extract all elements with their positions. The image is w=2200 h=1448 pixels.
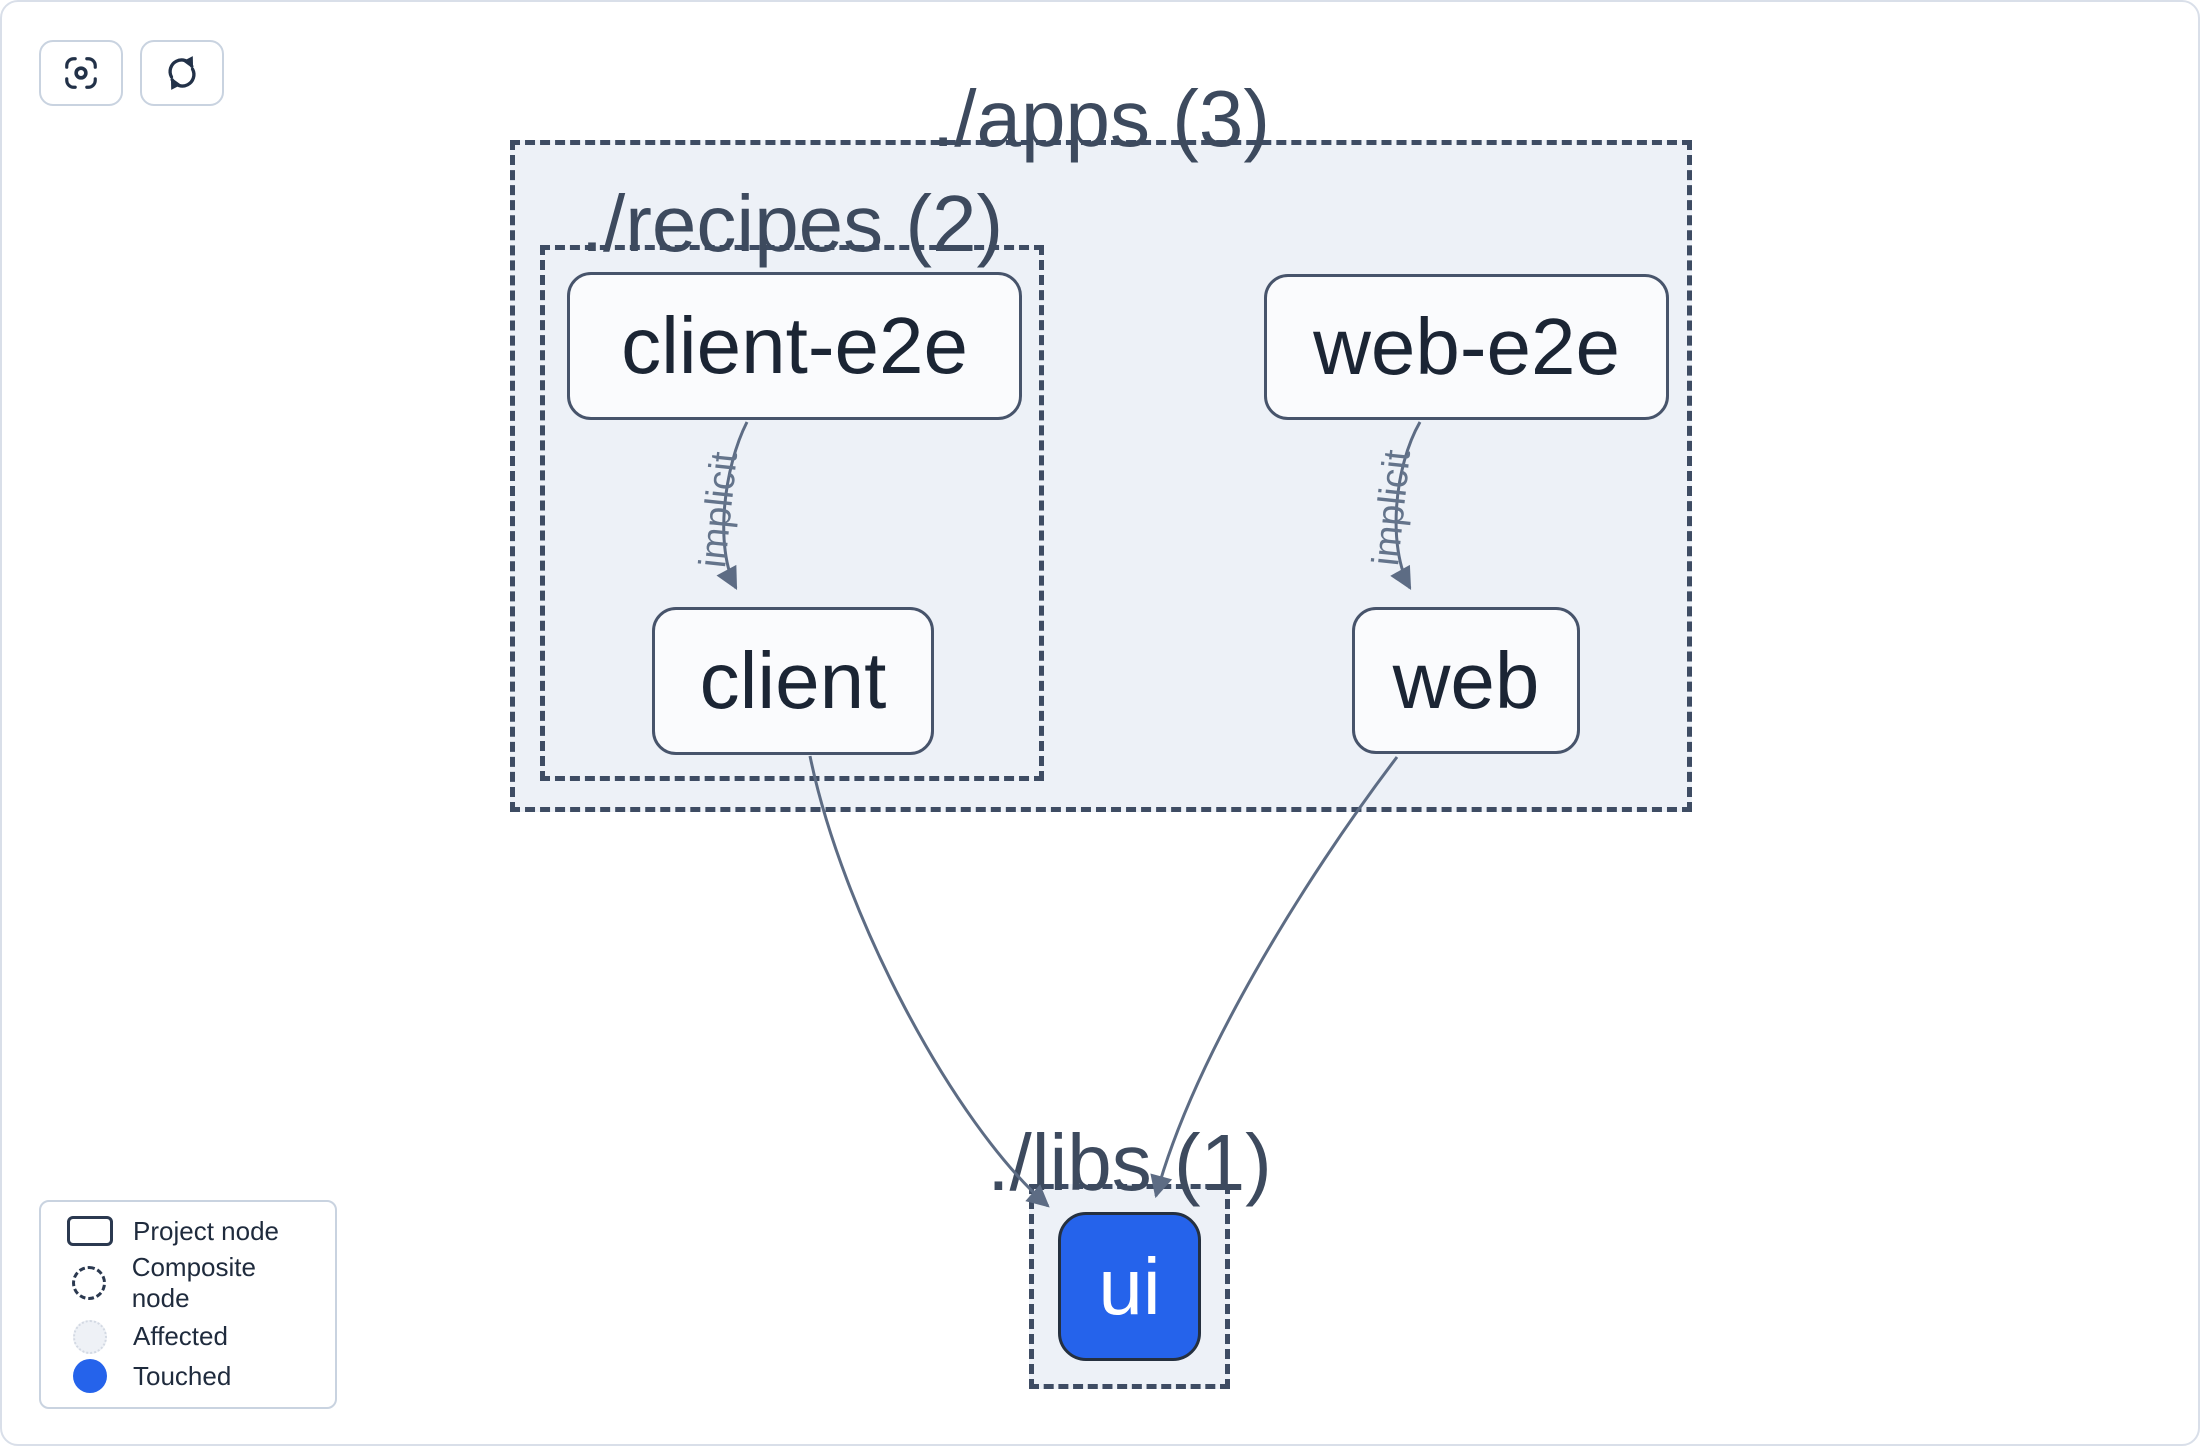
legend-label: Composite node <box>131 1252 256 1314</box>
focus-icon <box>62 54 100 92</box>
legend-label: Project node <box>133 1215 279 1246</box>
project-node-client-e2e[interactable]: client-e2e <box>567 272 1022 420</box>
legend-row-affected: Affected <box>59 1319 317 1354</box>
composite-box-libs-title[interactable]: ./libs (1) <box>987 1117 1272 1207</box>
composite-node-swatch <box>72 1266 107 1301</box>
touched-swatch <box>73 1359 107 1394</box>
graph-toolbar <box>39 40 224 106</box>
project-node-label: ui <box>1098 1241 1161 1331</box>
project-node-swatch <box>67 1216 113 1247</box>
project-node-label: client-e2e <box>621 301 968 390</box>
project-node-label: web <box>1392 635 1540 725</box>
legend-label: Touched <box>133 1360 232 1391</box>
composite-box-recipes-title[interactable]: ./recipes (2) <box>580 178 1004 268</box>
project-node-label: web-e2e <box>1313 302 1620 391</box>
legend-row-composite-node: Composite node <box>59 1252 317 1314</box>
project-node-label: client <box>699 636 887 725</box>
refresh-icon <box>162 53 202 93</box>
project-node-client[interactable]: client <box>652 607 934 755</box>
legend-label: Affected <box>133 1321 228 1352</box>
focus-view-button[interactable] <box>39 40 123 106</box>
graph-legend: Project node Composite node Affected Tou… <box>39 1200 337 1409</box>
project-node-web-e2e[interactable]: web-e2e <box>1264 274 1669 420</box>
project-node-web[interactable]: web <box>1352 607 1580 754</box>
project-node-ui[interactable]: ui <box>1058 1212 1201 1361</box>
legend-row-touched: Touched <box>59 1359 317 1394</box>
affected-swatch <box>73 1319 107 1354</box>
refresh-button[interactable] <box>140 40 224 106</box>
composite-box-apps-title[interactable]: ./apps (3) <box>932 73 1270 163</box>
legend-row-project-node: Project node <box>59 1216 317 1247</box>
